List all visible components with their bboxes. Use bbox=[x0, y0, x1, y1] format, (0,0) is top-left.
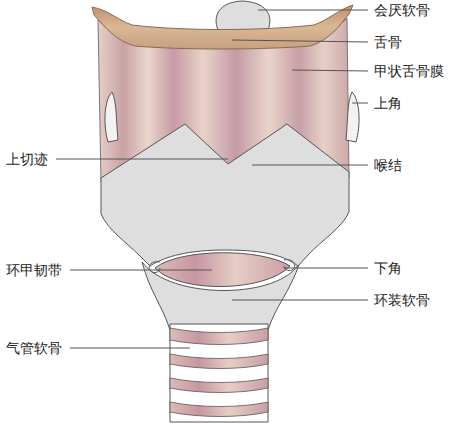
hyoid-bone bbox=[92, 5, 353, 49]
part-label: 环装软骨 bbox=[373, 291, 431, 309]
thyroid-cartilage bbox=[101, 124, 349, 266]
part-label: 下角 bbox=[373, 259, 403, 277]
superior-horn bbox=[346, 92, 359, 142]
part-label: 上切迹 bbox=[5, 150, 49, 168]
part-label: 会厌软骨 bbox=[373, 1, 431, 19]
part-label: 舌骨 bbox=[373, 33, 403, 51]
superior-horn bbox=[105, 92, 118, 142]
part-label: 上角 bbox=[373, 94, 403, 112]
trachea bbox=[170, 324, 268, 422]
inferior-horn bbox=[284, 260, 295, 271]
part-label: 喉结 bbox=[373, 156, 403, 174]
part-label: 甲状舌骨膜 bbox=[373, 62, 445, 80]
part-label: 气管软骨 bbox=[5, 339, 63, 357]
epiglottis bbox=[216, 1, 270, 30]
leader-lines bbox=[56, 10, 368, 348]
inferior-horn bbox=[149, 262, 160, 273]
part-label: 环甲韧带 bbox=[5, 261, 63, 279]
